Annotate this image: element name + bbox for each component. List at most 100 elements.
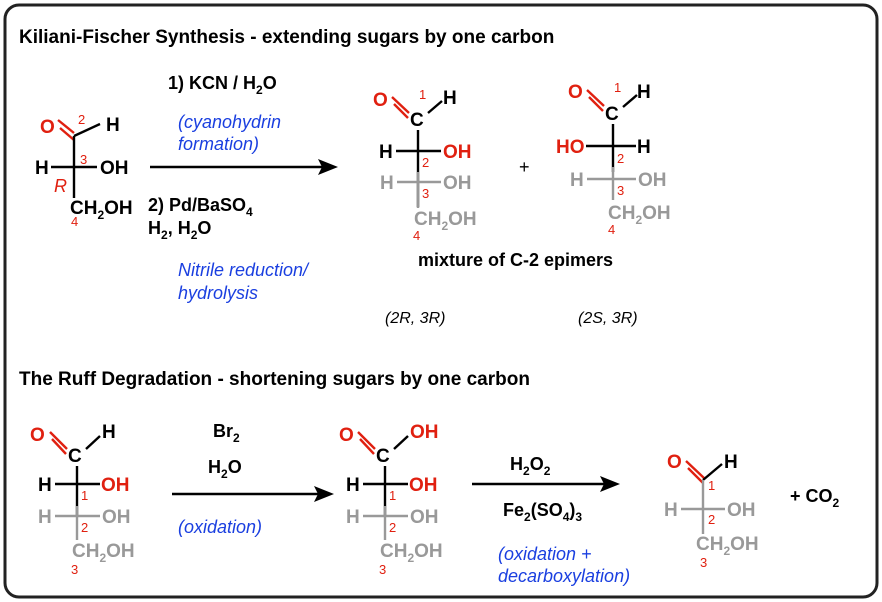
- atom-OH: OH: [727, 500, 756, 521]
- atom-CH2OH: CH2OH: [414, 209, 477, 233]
- bond: [427, 100, 443, 114]
- fe-reagent: Fe2(SO4)3: [503, 500, 582, 524]
- ruff-product-aldose: O H 1 H OH 2 CH2OH 3: [664, 452, 759, 570]
- pd-reagent: 2) Pd/BaSO4: [148, 195, 253, 219]
- number-label: 3: [379, 562, 386, 577]
- number-label: 1: [708, 478, 715, 493]
- product-2r3r: O H 1 C H OH 2 H OH 3 CH2OH 4: [373, 87, 477, 243]
- outer-frame: [3, 3, 879, 599]
- atom-CH2OH: CH2OH: [70, 198, 133, 222]
- co2-byproduct: + CO2: [790, 486, 840, 510]
- isomer-label-2r3r: (2R, 3R): [385, 310, 445, 327]
- atom-CH2OH: CH2OH: [380, 541, 443, 565]
- atom-CH2OH: CH2OH: [696, 534, 759, 558]
- arrow-head: [318, 159, 338, 175]
- glyceraldehyde-start: O H 2 H OH 3 R CH2OH 4: [35, 112, 133, 229]
- bond: [588, 96, 604, 112]
- atom-C: C: [376, 446, 390, 467]
- number-label: 3: [422, 186, 429, 201]
- bond: [586, 89, 605, 107]
- bond: [49, 431, 68, 450]
- bond: [357, 431, 376, 450]
- cyanohydrin-note-line2: formation): [178, 134, 259, 154]
- atom-CH2OH: CH2OH: [72, 541, 135, 565]
- atom-H: H: [38, 507, 52, 528]
- atom-O: O: [339, 425, 354, 446]
- bond: [685, 460, 705, 479]
- atom-H: H: [106, 115, 120, 136]
- bond: [59, 127, 75, 141]
- atom-C: C: [68, 446, 82, 467]
- bond: [73, 122, 101, 138]
- bond: [393, 103, 409, 119]
- number-label: 1: [81, 488, 88, 503]
- bond: [622, 94, 638, 108]
- bond: [51, 438, 67, 455]
- atom-OH: OH: [409, 475, 438, 496]
- bond: [359, 438, 375, 455]
- bond: [702, 463, 723, 481]
- atom-OH: OH: [443, 142, 472, 163]
- number-label: 3: [700, 555, 707, 570]
- atom-H: H: [664, 500, 678, 521]
- number-label: 3: [71, 562, 78, 577]
- aldonic-acid: O OH C H OH 1 H OH 2 CH2OH 3: [339, 422, 443, 577]
- number-label: 4: [608, 222, 615, 237]
- bond: [687, 467, 704, 484]
- atom-O: O: [30, 425, 45, 446]
- stereo-label-r: R: [54, 176, 67, 196]
- atom-OH: OH: [102, 507, 131, 528]
- plus-sign: +: [519, 157, 530, 177]
- atom-HO: HO: [556, 137, 585, 158]
- atom-C: C: [605, 104, 619, 125]
- nitrile-note-line2: hydrolysis: [178, 283, 258, 303]
- number-label: 4: [413, 228, 420, 243]
- atom-O: O: [373, 90, 388, 111]
- atom-H: H: [724, 452, 738, 473]
- h2o2-reagent: H2O2: [510, 454, 551, 478]
- atom-O: O: [40, 117, 55, 138]
- decarboxylation-note-line2: decarboxylation): [498, 566, 630, 586]
- bond: [391, 96, 410, 114]
- atom-H: H: [379, 142, 393, 163]
- bond: [57, 119, 75, 134]
- number-label: 3: [80, 152, 87, 167]
- atom-OH: OH: [443, 173, 472, 194]
- number-label: 1: [419, 87, 426, 102]
- atom-OH: OH: [410, 507, 439, 528]
- atom-OH: OH: [638, 170, 667, 191]
- atom-H: H: [346, 475, 360, 496]
- number-label: 1: [614, 80, 621, 95]
- atom-H: H: [380, 173, 394, 194]
- atom-OH: OH: [100, 158, 129, 179]
- bond: [393, 435, 409, 450]
- atom-H: H: [637, 137, 651, 158]
- number-label: 2: [81, 520, 88, 535]
- atom-H: H: [102, 422, 116, 443]
- number-label: 1: [389, 488, 396, 503]
- h2-reagent: H2, H2O: [148, 218, 211, 242]
- br2-reagent: Br2: [213, 421, 240, 445]
- oxidation-note: (oxidation): [178, 517, 262, 537]
- decarboxylation-note-line1: (oxidation +: [498, 544, 592, 564]
- number-label: 2: [708, 512, 715, 527]
- number-label: 2: [617, 151, 624, 166]
- atom-OH: OH: [101, 475, 130, 496]
- atom-C: C: [410, 110, 424, 131]
- number-label: 2: [78, 112, 85, 127]
- number-label: 3: [617, 183, 624, 198]
- mixture-label: mixture of C-2 epimers: [418, 250, 613, 270]
- nitrile-note-line1: Nitrile reduction/: [178, 260, 310, 280]
- number-label: 2: [389, 520, 396, 535]
- number-label: 4: [71, 214, 78, 229]
- section2-title: The Ruff Degradation - shortening sugars…: [19, 369, 530, 390]
- atom-H: H: [346, 507, 360, 528]
- number-label: 2: [422, 155, 429, 170]
- atom-OH: OH: [410, 422, 439, 443]
- arrow-head: [600, 476, 620, 492]
- kcn-reagent: 1) KCN / H2O: [168, 73, 277, 97]
- atom-O: O: [568, 82, 583, 103]
- cyanohydrin-note-line1: (cyanohydrin: [178, 112, 281, 132]
- atom-H: H: [38, 475, 52, 496]
